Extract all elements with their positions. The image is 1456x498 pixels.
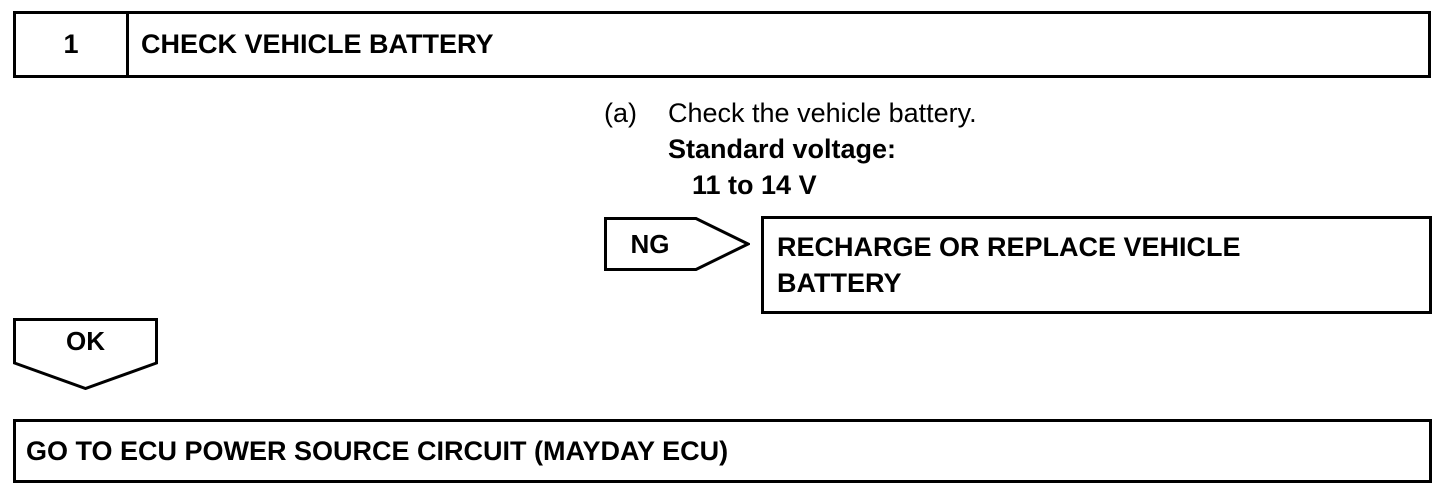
- next-step-box: GO TO ECU POWER SOURCE CIRCUIT (MAYDAY E…: [13, 419, 1432, 483]
- standard-voltage-value: 11 to 14 V: [692, 170, 817, 200]
- standard-voltage-label: Standard voltage:: [668, 134, 897, 164]
- instructions: (a) Check the vehicle battery. Standard …: [604, 95, 977, 203]
- step-number: 1: [16, 14, 129, 75]
- ng-action-box: RECHARGE OR REPLACE VEHICLE BATTERY: [761, 216, 1432, 314]
- instruction-text: Check the vehicle battery.: [668, 98, 977, 128]
- ng-label: NG: [630, 228, 670, 259]
- ok-label: OK: [66, 326, 105, 356]
- ng-result-tag: NG: [604, 217, 750, 271]
- ng-action-line2: BATTERY: [777, 268, 902, 298]
- ng-arrow-icon: [604, 217, 750, 271]
- step-title: CHECK VEHICLE BATTERY: [141, 29, 494, 59]
- instruction-row: (a) Check the vehicle battery.: [604, 95, 977, 131]
- ng-action-line1: RECHARGE OR REPLACE VEHICLE: [777, 232, 1241, 262]
- step-header: 1 CHECK VEHICLE BATTERY: [13, 11, 1431, 78]
- ok-result-tag: OK: [13, 318, 158, 390]
- ok-arrow-icon: [13, 318, 158, 390]
- instruction-label: (a): [604, 98, 637, 128]
